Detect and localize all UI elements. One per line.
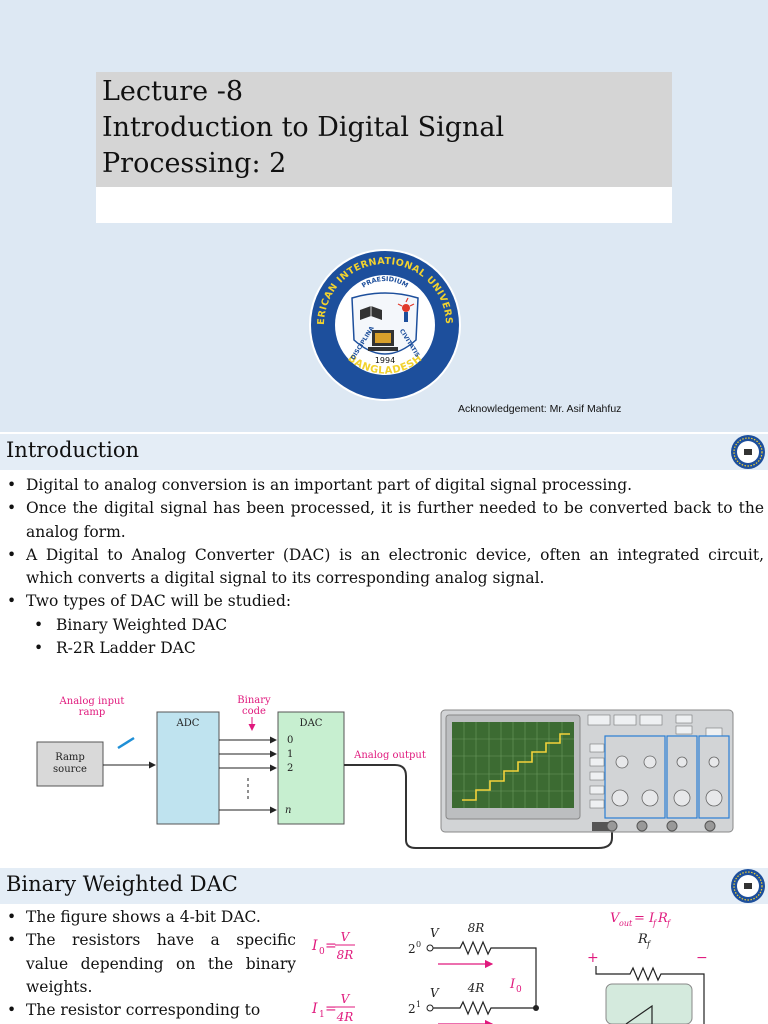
lecture-title-line-1: Introduction to Digital Signal xyxy=(102,112,505,143)
feedback-resistor-symbol: R xyxy=(637,932,648,947)
equals-sign: = xyxy=(325,938,337,954)
equals-sign: = xyxy=(325,1001,337,1017)
binary-code-label-2: code xyxy=(242,706,266,717)
resistor-4r-label: 4R xyxy=(467,981,485,995)
vout-if-subscript: f xyxy=(652,919,658,928)
vout-equals: = I xyxy=(634,911,655,926)
current-i1-subscript: 1 xyxy=(319,1010,325,1020)
bullet-item: A Digital to Analog Converter (DAC) is a… xyxy=(6,544,764,591)
source-voltage-label: V xyxy=(430,986,440,1000)
branch-1-wire xyxy=(433,1000,536,1016)
bullet-item: Two types of DAC will be studied: xyxy=(6,590,764,614)
fraction-numerator: V xyxy=(341,930,351,944)
feedback-resistor-wire xyxy=(595,966,705,1024)
oscilloscope-controls xyxy=(587,714,723,809)
binary-weighted-bullet-list: The figure shows a 4-bit DAC. The resist… xyxy=(6,906,296,1023)
op-amp-area xyxy=(605,983,693,1024)
bullet-item: Once the digital signal has been process… xyxy=(6,497,764,544)
adc-label: ADC xyxy=(176,718,200,729)
oscilloscope xyxy=(440,709,734,833)
university-seal-small xyxy=(731,435,765,469)
plus-sign: + xyxy=(587,950,599,966)
sub-bullet-item: Binary Weighted DAC xyxy=(6,614,764,638)
summing-node xyxy=(533,1005,539,1011)
ramp-source-block xyxy=(36,741,104,787)
bit-label-n: n xyxy=(285,805,291,816)
heading-bar xyxy=(0,434,768,470)
university-seal: AMERICAN INTERNATIONAL UNIVERSITY BANGLA… xyxy=(308,248,461,401)
fraction-denominator: 8R xyxy=(337,948,354,962)
heading-bar xyxy=(0,868,768,904)
binary-weighted-dac-slide: Binary Weighted DAC The figure shows a 4… xyxy=(0,868,768,1024)
ramp-source-label-2: source xyxy=(53,764,87,775)
slide-heading: Introduction xyxy=(6,438,139,462)
sub-bullet-item: R-2R Ladder DAC xyxy=(6,637,764,661)
bullet-item: The figure shows a 4-bit DAC. xyxy=(6,906,296,930)
title-strip xyxy=(96,187,672,223)
source-voltage-label: V xyxy=(430,926,440,940)
current-i0-subscript: 0 xyxy=(319,947,325,957)
ramp-signal-line xyxy=(117,736,135,750)
binary-code-label: Binary xyxy=(237,695,271,706)
minus-sign: − xyxy=(696,950,708,966)
vout-r-symbol: R xyxy=(657,911,668,926)
bit-label-1: 1 xyxy=(287,749,293,760)
output-cable xyxy=(344,764,613,849)
input-weight-exponent-0: 0 xyxy=(416,940,421,949)
resistor-8r-label: 8R xyxy=(468,921,485,935)
title-slide: Lecture -8 Introduction to Digital Signa… xyxy=(0,0,768,432)
input-weight-2-0: 2 xyxy=(408,942,416,956)
current-i0-symbol: I xyxy=(311,938,318,954)
feedback-resistor-subscript: f xyxy=(646,940,652,949)
branch-0-wire xyxy=(433,940,537,1008)
lecture-title-line-2: Processing: 2 xyxy=(102,148,287,179)
input-weight-exponent-1: 1 xyxy=(416,1000,421,1009)
analog-input-label-ramp: ramp xyxy=(79,707,106,718)
analog-output-label: Analog output xyxy=(353,750,426,761)
dac-label: DAC xyxy=(300,718,323,729)
fraction-numerator: V xyxy=(341,992,351,1006)
screen-grid xyxy=(452,722,574,808)
introduction-slide: Introduction Digital to analog conversio… xyxy=(0,434,768,866)
vout-rf-subscript: f xyxy=(666,919,672,928)
input-weight-2-1: 2 xyxy=(408,1002,416,1016)
vout-symbol: V xyxy=(610,911,621,926)
title-box xyxy=(96,72,672,187)
op-amp-symbol xyxy=(625,1004,653,1024)
staircase-waveform xyxy=(462,733,570,801)
adc-dac-block-diagram: Analog input ramp Ramp source ADC Binary… xyxy=(36,695,734,849)
university-seal-small xyxy=(731,869,765,903)
oscilloscope-knobs xyxy=(611,755,723,807)
introduction-bullet-list: Digital to analog conversion is an impor… xyxy=(6,474,764,661)
bit-label-2: 2 xyxy=(287,763,293,774)
node-current-symbol: I xyxy=(509,977,516,992)
bullet-item: The resistor corresponding to xyxy=(6,999,296,1023)
analog-input-label: Analog input xyxy=(59,696,125,707)
vout-subscript: out xyxy=(619,919,633,928)
svg-text:1994: 1994 xyxy=(375,356,395,365)
lecture-number: Lecture -8 xyxy=(102,76,244,107)
node-current-subscript: 0 xyxy=(516,985,522,995)
bullet-item: The resistors have a specific value depe… xyxy=(6,929,296,999)
slide-heading: Binary Weighted DAC xyxy=(6,872,238,896)
acknowledgement: Acknowledgement: Mr. Asif Mahfuz xyxy=(458,403,622,415)
fraction-denominator: 4R xyxy=(336,1010,354,1024)
ramp-source-label: Ramp xyxy=(55,752,85,763)
current-i1-symbol: I xyxy=(311,1001,318,1017)
dac-block xyxy=(277,711,345,825)
bullet-item: Digital to analog conversion is an impor… xyxy=(6,474,764,498)
bit-label-0: 0 xyxy=(287,735,293,746)
binary-weighted-dac-circuit: I 0 = V 8R I 1 = V 4R V 2 0 xyxy=(311,911,708,1024)
